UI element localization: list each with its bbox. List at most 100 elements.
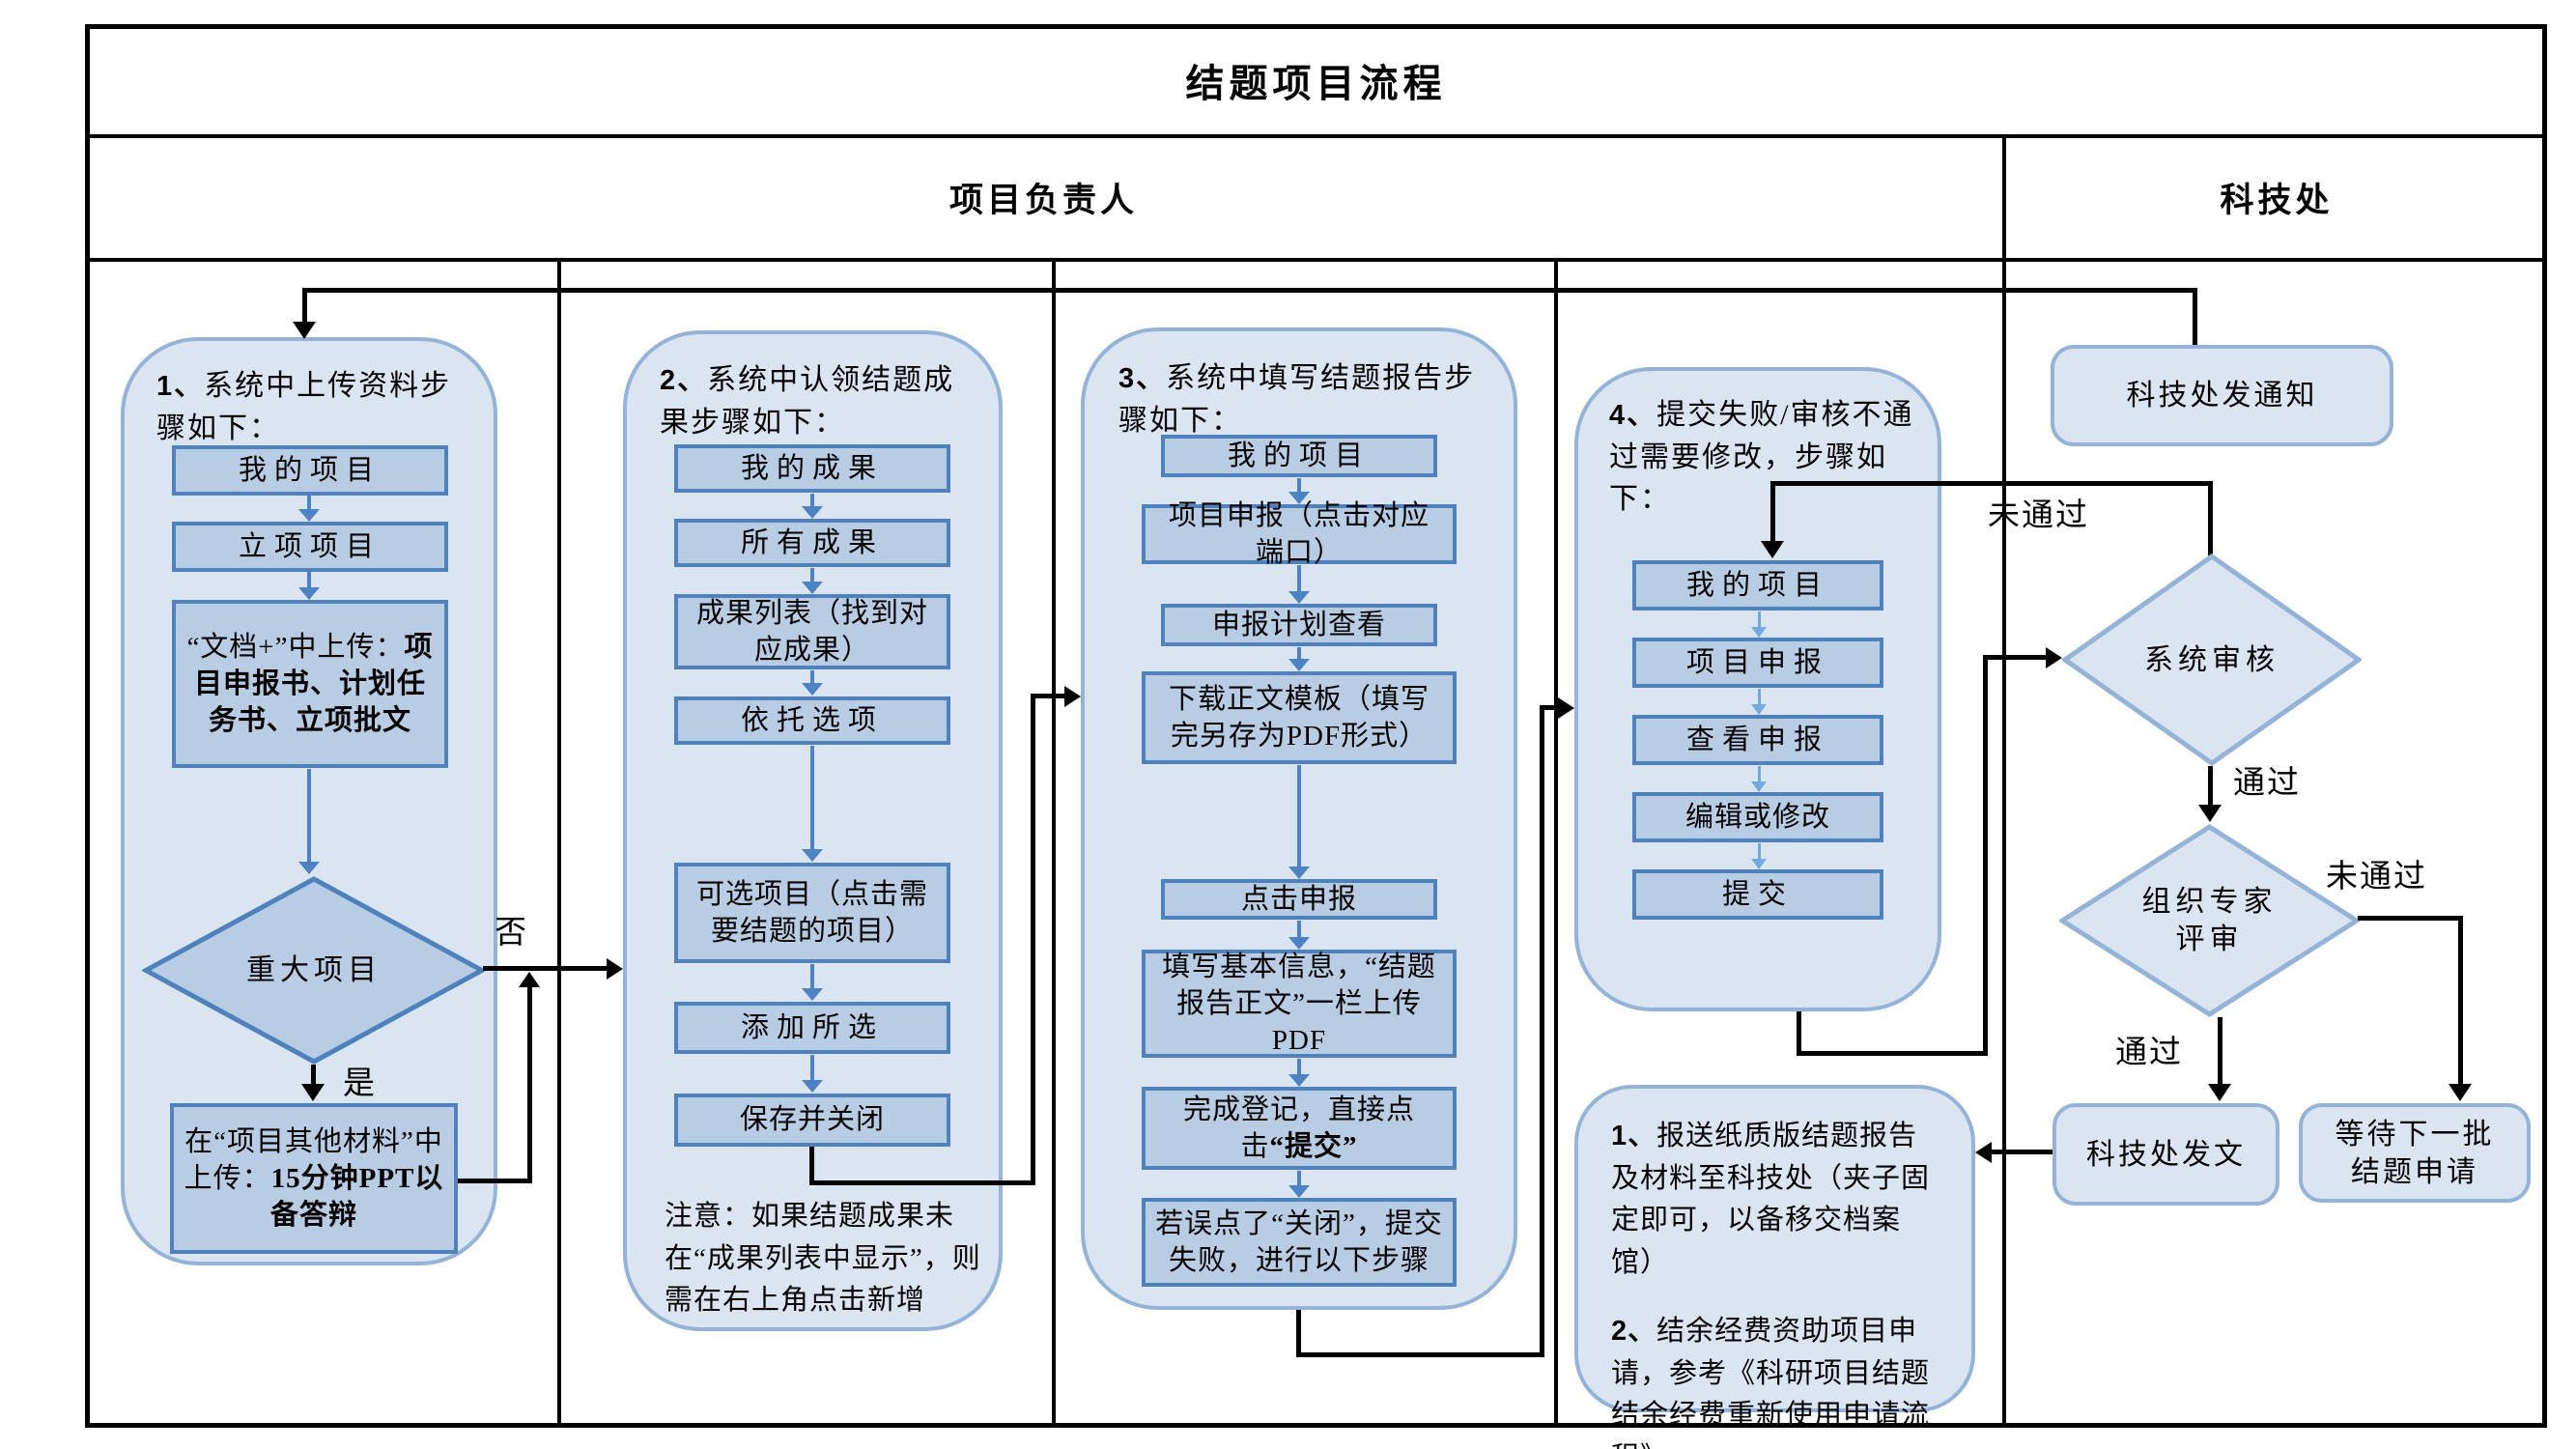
arrow-c3-7 [1288, 1171, 1310, 1198]
page-title: 结题项目流程 [1185, 62, 1447, 105]
step-box-all-results: 所有成果 [674, 519, 950, 567]
arrow-c4-1 [1748, 611, 1769, 638]
step-box-approved-projects: 立项项目 [172, 522, 448, 572]
label-fail-2: 未通过 [2326, 860, 2427, 895]
note-item-2: 2、结余经费资助项目申请，参考《科研项目结题结余经费重新使用申请流程》 [1611, 1316, 1931, 1449]
step-box-download-template: 下载正文模板（填写完另存为PDF形式） [1142, 671, 1457, 764]
step-box-edit-modify: 编辑或修改 [1632, 792, 1883, 842]
decision-major-project [142, 876, 486, 1065]
arrow-c3-3 [1288, 647, 1310, 671]
start-line-drop-left [302, 288, 307, 324]
fail2-vertical [2458, 916, 2463, 1086]
step-box-add-selected: 添加所选 [674, 1002, 950, 1054]
step-box-submit: 提交 [1632, 869, 1883, 920]
fail2-horizontal [2358, 916, 2463, 921]
yes-arrow-stem [311, 1065, 316, 1086]
container4-number: 4、 [1609, 400, 1657, 431]
arrow-c3-5 [1288, 921, 1310, 950]
note-item-1: 1、报送纸质版结题报告及材料至科技处（夹子固定即可，以备移交档案馆） [1611, 1121, 1931, 1278]
decision-expert-review [2059, 824, 2360, 1017]
step-box-my-projects-4: 我的项目 [1632, 560, 1883, 611]
step-box-other-materials-ppt: 在“项目其他材料”中上传：15分钟PPT以备答辩 [170, 1103, 458, 1254]
container1-number: 1、 [156, 371, 205, 402]
other-materials-text: 在“项目其他材料”中上传：15分钟PPT以备答辩 [184, 1125, 444, 1232]
container4-heading-text: 提交失败/审核不通过需要修改，步骤如下： [1609, 399, 1914, 515]
return-arrowhead [1761, 541, 1784, 558]
arrow-c1-1 [298, 496, 320, 522]
step-box-my-results: 我的成果 [674, 444, 950, 493]
container2-heading: 2、系统中认领结题成果步骤如下： [660, 359, 978, 443]
start-line-horizontal [302, 288, 2197, 293]
fail2-arrowhead [2449, 1084, 2472, 1101]
pass2-arrowhead [2208, 1084, 2231, 1101]
row-divider-title [87, 134, 2545, 138]
docplus-upload-text: “文档+”中上传：项目申报书、计划任务书、立项批文 [186, 631, 434, 737]
c3-entry4-arrowhead [1558, 697, 1574, 719]
return-line-horizontal [1770, 481, 2213, 486]
ppt-join-arrowhead [519, 972, 540, 987]
step-box-project-declare-4: 项目申报 [1632, 638, 1883, 688]
return-line-vertical-left [1770, 481, 1775, 543]
arrow-c1-2 [298, 572, 320, 600]
container2-heading-text: 系统中认领结题成果步骤如下： [660, 364, 955, 439]
step-box-depend-option: 依托选项 [674, 696, 950, 745]
arrow-c2-1 [802, 494, 823, 519]
arrow-c2-5 [802, 964, 823, 1001]
c3-exit-riser [1540, 707, 1544, 1357]
step-box-wrong-close: 若误点了“关闭”，提交失败，进行以下步骤 [1142, 1198, 1457, 1287]
terminator-wait-next-batch: 等待下一批结题申请 [2299, 1103, 2531, 1203]
arrow-c3-2 [1288, 565, 1310, 604]
step-box-docplus-upload: “文档+”中上传：项目申报书、计划任务书、立项批文 [172, 600, 448, 768]
pass1-arrowhead [2198, 805, 2222, 822]
start-arrowhead [293, 322, 316, 339]
arrow-c2-4 [802, 746, 823, 862]
decision-system-review [2062, 554, 2362, 766]
c3-entry4-horizontal [1540, 705, 1560, 710]
c2-exit-horizontal [809, 1180, 1035, 1185]
no-line-arrowhead [607, 958, 623, 980]
arrow-c4-4 [1748, 843, 1769, 869]
c2-exit-vertical [809, 1147, 814, 1185]
arrow-c1-3 [298, 769, 320, 874]
container4-heading: 4、提交失败/审核不通过需要修改，步骤如下： [1609, 394, 1922, 521]
step-box-results-list: 成果列表（找到对应成果） [674, 594, 950, 669]
arrow-c4-2 [1748, 689, 1769, 715]
step-box-click-declare: 点击申报 [1161, 879, 1437, 920]
ppt-line-horizontal [458, 1179, 532, 1183]
arrow-c2-2 [802, 568, 823, 594]
label-yes: 是 [343, 1066, 377, 1101]
container2-number: 2、 [660, 365, 708, 396]
label-pass-2: 通过 [2115, 1036, 2183, 1070]
pass2-stem [2218, 1017, 2222, 1086]
step-box-my-projects-3: 我的项目 [1161, 435, 1437, 477]
arrow-c3-6 [1288, 1059, 1310, 1087]
lane-divider-3 [1554, 260, 1558, 1425]
c4-exit-vertical [1797, 1011, 1801, 1056]
row-divider-header [87, 258, 2545, 262]
start-line-drop-right [2193, 288, 2197, 348]
container1-heading-text: 系统中上传资料步骤如下： [156, 370, 452, 444]
return-line-vertical-right [2208, 481, 2213, 555]
paper-report-note-box: 1、报送纸质版结题报告及材料至科技处（夹子固定即可，以备移交档案馆） 2、结余经… [1574, 1085, 1975, 1449]
container1-heading: 1、系统中上传资料步骤如下： [156, 365, 475, 449]
c4-exit-horizontal [1797, 1051, 1988, 1056]
c2-entry3-horizontal [1031, 694, 1066, 698]
arrow-c2-3 [802, 670, 823, 696]
header-column-divider [2002, 136, 2006, 260]
step-box-view-declare: 查看申报 [1632, 715, 1883, 765]
fawen-note-horizontal [1992, 1150, 2052, 1154]
finish-submit-text: 完成登记，直接点击“提交” [1182, 1094, 1415, 1162]
container3-heading: 3、系统中填写结题报告步骤如下： [1118, 357, 1505, 441]
pass1-stem [2208, 766, 2213, 807]
container3-heading-text: 系统中填写结题报告步骤如下： [1118, 362, 1476, 437]
yes-arrow-head [301, 1084, 325, 1101]
arrow-c3-4 [1288, 765, 1310, 879]
lane-header-tech-office: 科技处 [2220, 181, 2334, 219]
table-frame [85, 24, 2547, 1428]
decision-expert-review-label: 组织专家评审 [2059, 824, 2360, 1017]
step-box-project-declare-port: 项目申报（点击对应端口） [1142, 500, 1457, 568]
decision-major-project-label: 重大项目 [246, 954, 382, 986]
ppt-line-vertical [527, 985, 532, 1183]
fawen-note-arrowhead [1975, 1142, 1992, 1163]
